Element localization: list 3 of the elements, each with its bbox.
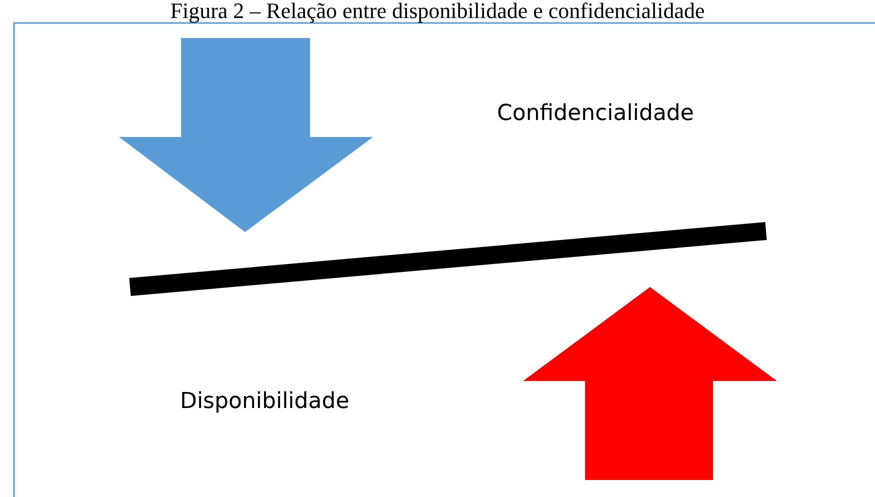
balance-label: Disponibilidade: [180, 389, 350, 414]
balance-label: Confidencialidade: [497, 101, 694, 126]
figure-title: Figura 2 – Relação entre disponibilidade e confidencialidade: [169, 0, 706, 24]
